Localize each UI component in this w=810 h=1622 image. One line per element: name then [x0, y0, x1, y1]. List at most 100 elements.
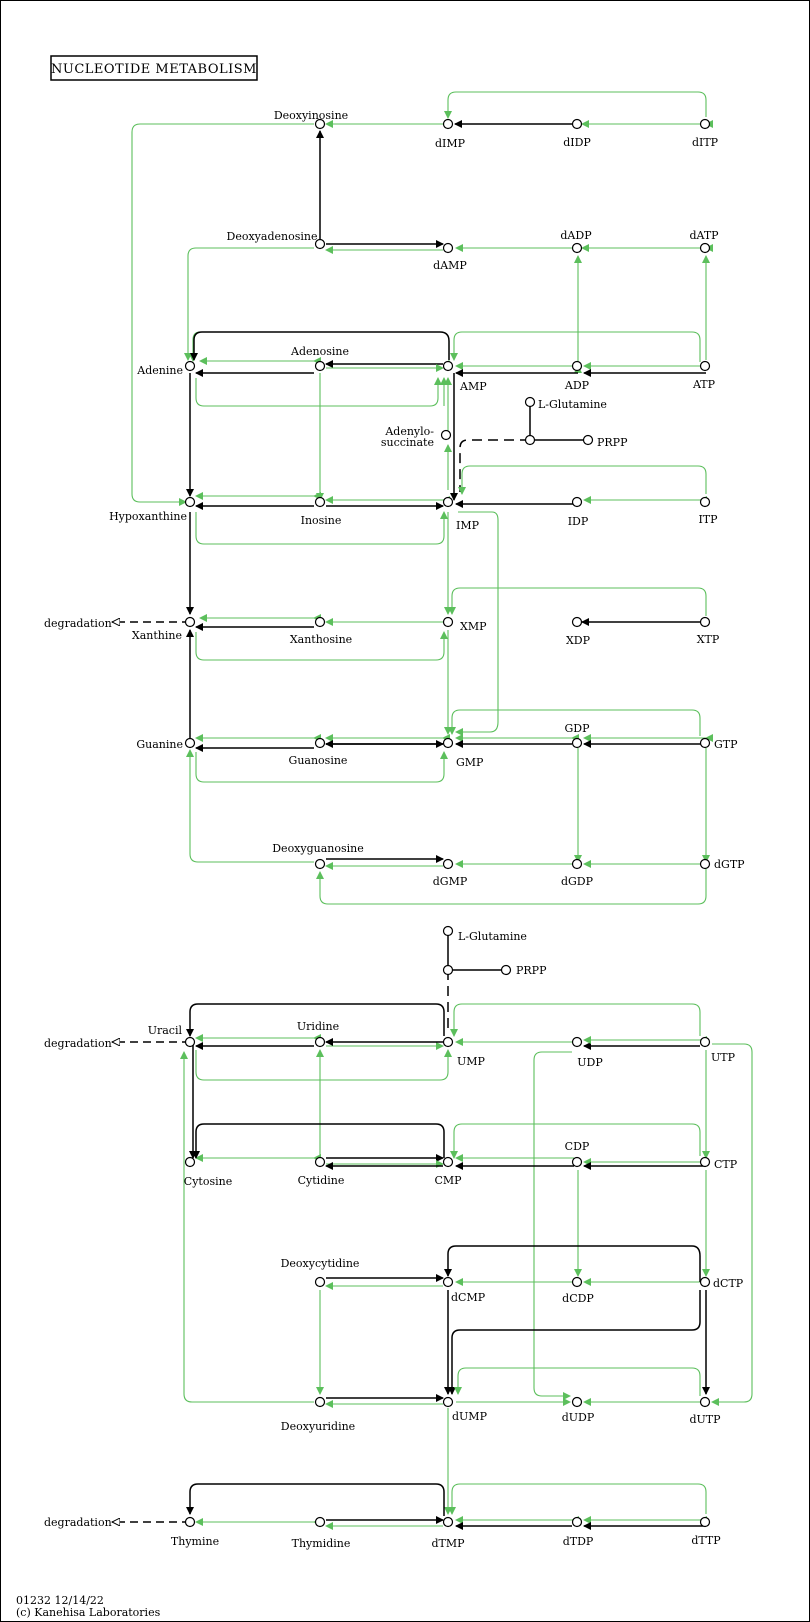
compound-node-ctp[interactable] [699, 1156, 711, 1168]
label-guanine: Guanine [136, 738, 183, 751]
enzyme-edge [450, 331, 701, 362]
compound-node-adenylosuccinate[interactable] [440, 429, 452, 441]
compound-node-amp[interactable] [442, 360, 454, 372]
label-udp: UDP [577, 1056, 603, 1069]
compound-node-glut-junction2[interactable] [442, 964, 454, 976]
compound-node-itp[interactable] [699, 496, 711, 508]
enzyme-edge [184, 247, 314, 361]
compound-node-dtdp[interactable] [571, 1516, 583, 1528]
compound-node-hypoxanthine[interactable] [184, 496, 196, 508]
compound-node-xanthosine[interactable] [314, 616, 326, 628]
label-degradation-2: degradation [44, 1037, 112, 1050]
label-adenosine: Adenosine [290, 345, 349, 358]
footer: 01232 12/14/22 (c) Kanehisa Laboratories [16, 1594, 161, 1619]
compound-node-imp[interactable] [442, 496, 454, 508]
compound-node-dgtp[interactable] [699, 858, 711, 870]
compound-node-idp[interactable] [571, 496, 583, 508]
enzyme-edge [316, 868, 707, 905]
compound-node-utp[interactable] [699, 1036, 711, 1048]
compound-node-ditp[interactable] [699, 118, 711, 130]
compound-node-dadp[interactable] [571, 242, 583, 254]
enzyme-edge [195, 751, 448, 783]
compound-node-adp[interactable] [571, 360, 583, 372]
label-utp: UTP [711, 1051, 736, 1064]
label-dctp: dCTP [713, 1277, 744, 1290]
compound-node-cytidine[interactable] [314, 1156, 326, 1168]
label-ctp: CTP [714, 1158, 738, 1171]
map-title: NUCLEOTIDE METABOLISM [50, 55, 258, 81]
compound-node-prpp1[interactable] [582, 434, 594, 446]
compound-node-didp[interactable] [571, 118, 583, 130]
label-gdp: GDP [564, 722, 590, 735]
enzyme-edge [180, 1051, 314, 1403]
compound-node-thymine[interactable] [184, 1516, 196, 1528]
compound-node-deoxyguanosine[interactable] [314, 858, 326, 870]
compound-node-deoxyuridine[interactable] [314, 1396, 326, 1408]
label-adenine: Adenine [136, 364, 183, 377]
compound-node-damp[interactable] [442, 242, 454, 254]
compound-node-adenine[interactable] [184, 360, 196, 372]
label-dump: dUMP [452, 1410, 488, 1423]
compound-node-dctp[interactable] [699, 1276, 711, 1288]
compound-node-dgdp[interactable] [571, 858, 583, 870]
label-dttp: dTTP [691, 1534, 721, 1547]
label-degradation-1: degradation [44, 617, 112, 630]
compound-node-xdp[interactable] [571, 616, 583, 628]
compound-node-uracil[interactable] [184, 1036, 196, 1048]
compound-node-cdp[interactable] [571, 1156, 583, 1168]
compound-node-dudp[interactable] [571, 1396, 583, 1408]
compound-node-xtp[interactable] [699, 616, 711, 628]
compound-node-deoxycytidine[interactable] [314, 1276, 326, 1288]
label-gmp: GMP [456, 756, 484, 769]
compound-node-thymidine[interactable] [314, 1516, 326, 1528]
compound-node-prpp2[interactable] [500, 964, 512, 976]
label-dcmp: dCMP [451, 1291, 486, 1304]
compound-node-guanine[interactable] [184, 737, 196, 749]
compound-node-guanosine[interactable] [314, 737, 326, 749]
compound-node-gmp[interactable] [442, 737, 454, 749]
compound-node-dutp[interactable] [699, 1396, 711, 1408]
label-dadp: dADP [560, 229, 592, 242]
compound-node-deoxyadenosine[interactable] [314, 238, 326, 250]
compound-node-dump[interactable] [442, 1396, 454, 1408]
compound-node-uridine[interactable] [314, 1036, 326, 1048]
compound-node-xmp[interactable] [442, 616, 454, 628]
label-didp: dIDP [563, 136, 591, 149]
label-adp: ADP [564, 379, 590, 392]
compound-node-xanthine[interactable] [184, 616, 196, 628]
compound-node-cmp[interactable] [442, 1156, 454, 1168]
label-itp: ITP [698, 513, 718, 526]
compound-node-gtp[interactable] [699, 737, 711, 749]
enzyme-edge [450, 1123, 701, 1159]
compound-node-dcmp[interactable] [442, 1276, 454, 1288]
label-deoxyinosine: Deoxyinosine [274, 109, 348, 122]
label-deoxyadenosine: Deoxyadenosine [227, 230, 318, 243]
compound-node-udp[interactable] [571, 1036, 583, 1048]
link-edge [459, 439, 530, 492]
label-dgmp: dGMP [433, 875, 468, 888]
compound-node-cytosine[interactable] [184, 1156, 196, 1168]
label-imp: IMP [456, 519, 480, 532]
compound-node-datp[interactable] [699, 242, 711, 254]
compound-node-adenosine[interactable] [314, 360, 326, 372]
compound-node-glut-junction1[interactable] [524, 434, 536, 446]
compound-node-ump[interactable] [442, 1036, 454, 1048]
label-lglutamine-1: L-Glutamine [538, 398, 607, 411]
compound-node-dtmp[interactable] [442, 1516, 454, 1528]
compound-node-dimp[interactable] [442, 118, 454, 130]
compound-node-lglutamine1[interactable] [524, 396, 536, 408]
compound-node-dcdp[interactable] [571, 1276, 583, 1288]
compound-node-deoxyinosine[interactable] [314, 118, 326, 130]
compound-node-dttp[interactable] [699, 1516, 711, 1528]
compound-node-inosine[interactable] [314, 496, 326, 508]
compound-node-dgmp[interactable] [442, 858, 454, 870]
reaction-edge [186, 1003, 445, 1037]
compound-node-gdp[interactable] [571, 737, 583, 749]
label-dtdp: dTDP [563, 1535, 594, 1548]
label-ump: UMP [457, 1055, 486, 1068]
compound-node-lglutamine2[interactable] [442, 925, 454, 937]
compound-node-atp[interactable] [699, 360, 711, 372]
label-deoxyguanosine: Deoxyguanosine [272, 842, 364, 855]
enzyme-edge [186, 749, 314, 863]
